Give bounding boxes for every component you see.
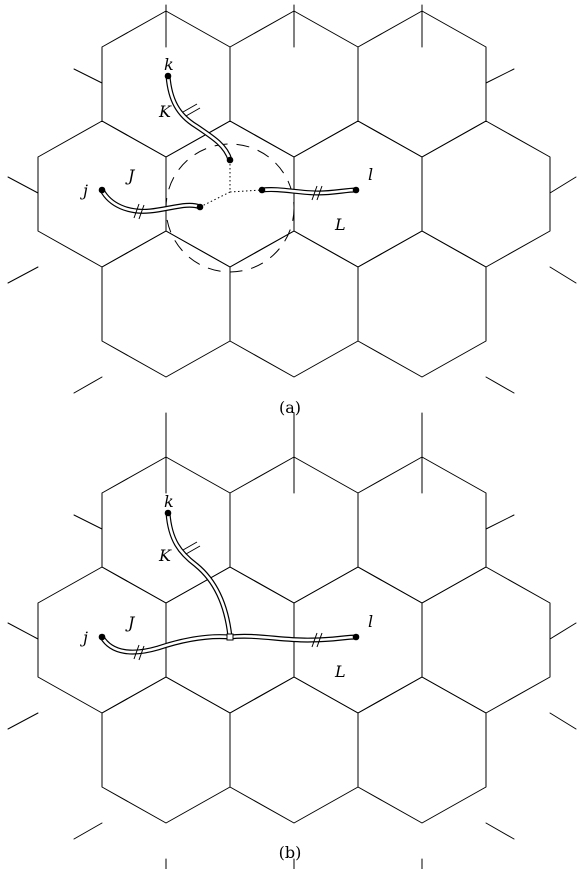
hex-cell (101, 230, 231, 378)
label-K: K (158, 102, 172, 121)
hex-cell (357, 230, 487, 378)
hexagonal-lattice (7, 450, 577, 869)
label-J: J (125, 613, 136, 632)
lattice-stub (485, 68, 515, 84)
label-k: k (164, 55, 174, 74)
lattice-stub (549, 176, 577, 194)
endpoint-k (164, 72, 172, 80)
endpoint-k (164, 509, 172, 517)
label-l: l (368, 165, 373, 184)
lattice-stub (7, 266, 39, 284)
lattice-stub (485, 822, 515, 840)
junction (226, 633, 234, 641)
lattice-stub (7, 176, 39, 194)
lattice-stub (73, 514, 103, 530)
caption-b: (b) (279, 843, 302, 862)
tube-l (227, 632, 359, 648)
tube-k (165, 510, 233, 640)
lattice-stub (549, 712, 577, 730)
lattice-stub (73, 68, 103, 84)
label-j: j (80, 181, 88, 200)
label-k: k (164, 492, 174, 511)
label-K: K (158, 546, 172, 565)
label-l: l (368, 612, 373, 631)
endpoint-l (352, 186, 360, 194)
hex-cell (229, 230, 359, 378)
tube-l (259, 185, 359, 201)
lattice-stub (73, 376, 103, 394)
hex-cell (421, 566, 551, 714)
endpoint-j (98, 633, 106, 641)
lattice-stub (7, 622, 39, 640)
tube-j (99, 187, 203, 220)
endpoint-l (352, 633, 360, 641)
endpoint-j-inner (196, 203, 204, 211)
lattice-stub (7, 712, 39, 730)
panel-b: k K j J l L (b) (7, 450, 577, 869)
hexagonal-lattice (7, 4, 577, 452)
label-L: L (334, 662, 346, 681)
label-j: j (80, 628, 88, 647)
lattice-stub (485, 376, 515, 394)
tube-k (165, 73, 233, 163)
hex-cell (165, 120, 295, 268)
lattice-stub (549, 622, 577, 640)
endpoint-j (98, 186, 106, 194)
lattice-stub (549, 266, 577, 284)
hex-cell (229, 676, 359, 824)
lattice-stub (73, 822, 103, 840)
hex-cell (101, 676, 231, 824)
label-J: J (125, 166, 136, 185)
label-L: L (334, 215, 346, 234)
hex-cell (421, 120, 551, 268)
hex-cell (357, 676, 487, 824)
endpoint-k-inner (226, 156, 234, 164)
endpoint-l-inner (258, 186, 266, 194)
panel-a: k K j J l L (a) (7, 4, 577, 452)
lattice-stub (485, 514, 515, 530)
dotted-connectors (199, 160, 263, 208)
tube-j (99, 634, 233, 661)
caption-a: (a) (279, 398, 301, 417)
